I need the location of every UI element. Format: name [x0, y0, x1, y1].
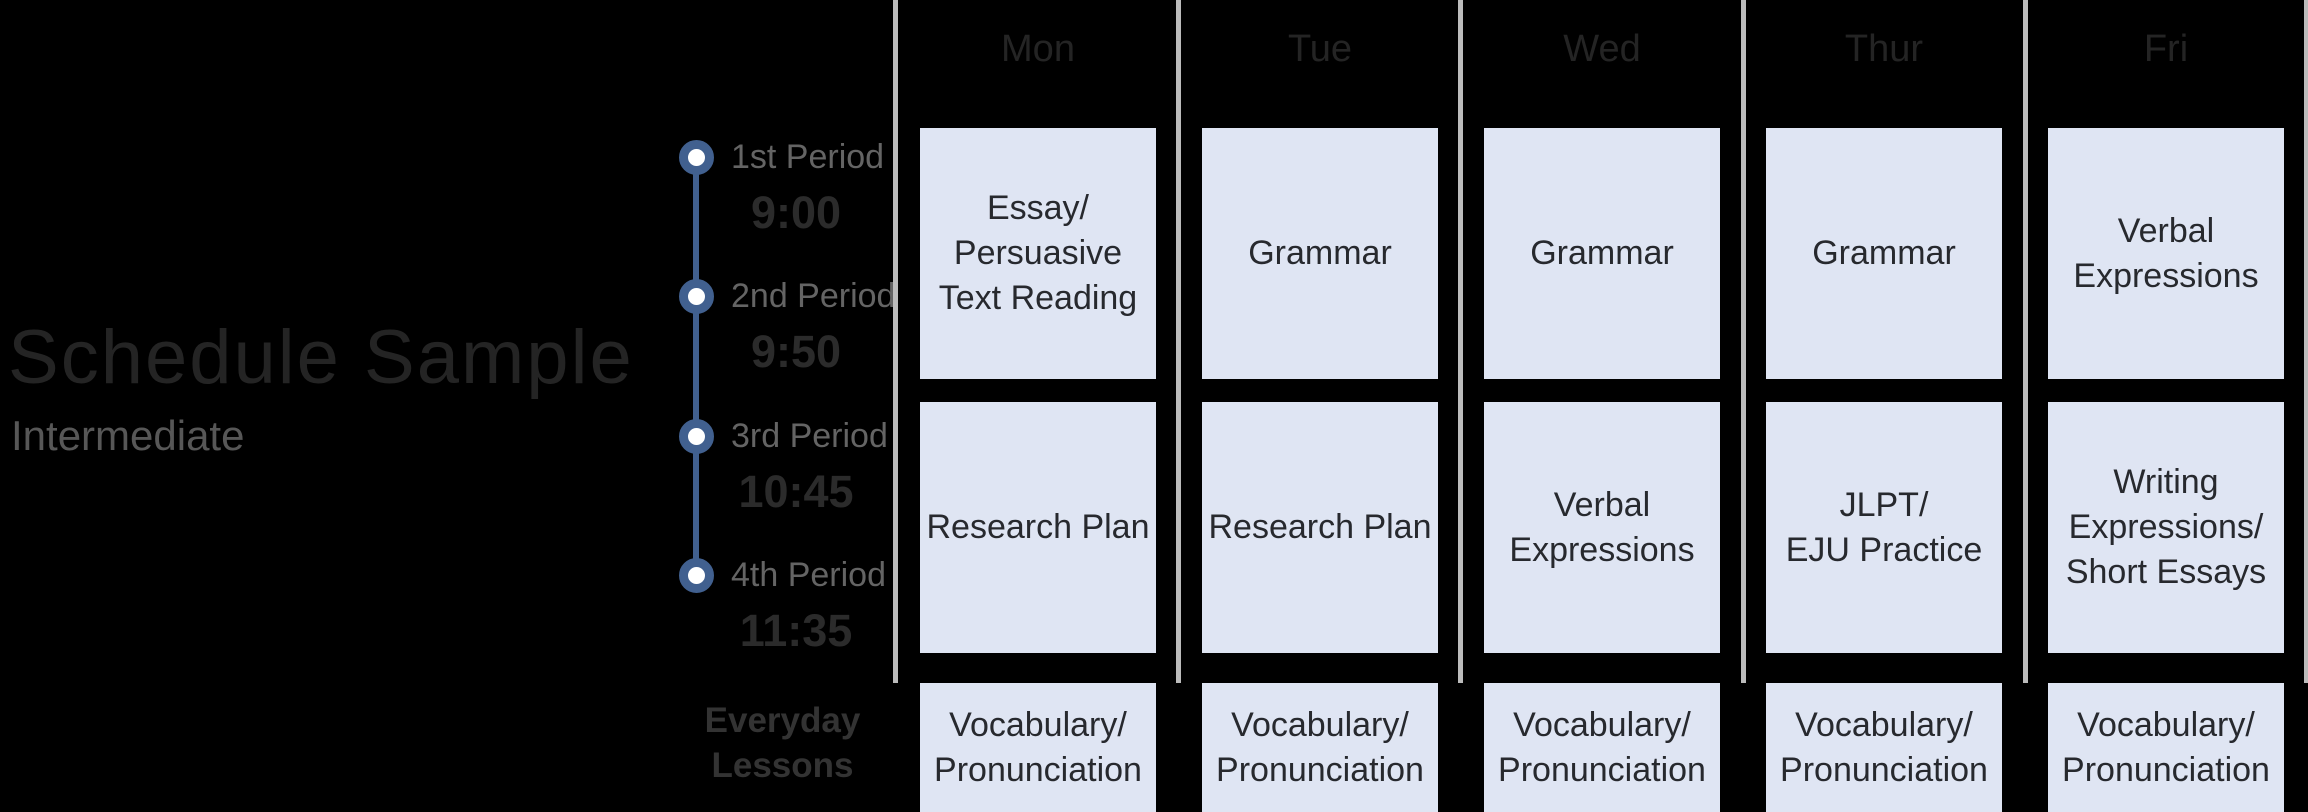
timeline-dot-icon [679, 558, 714, 593]
period-time: 9:50 [750, 326, 842, 377]
period-text: 2nd Period 9:50 [731, 276, 895, 378]
schedule-cell-thur-everyday: Vocabulary/ Pronunciation [1766, 683, 2002, 812]
timeline-line [693, 158, 699, 577]
schedule-cell-fri-everyday: Vocabulary/ Pronunciation [2048, 683, 2284, 812]
period-label: 1st Period [731, 138, 885, 176]
timeline-period-1: 1st Period 9:00 [679, 137, 884, 239]
column-separator [893, 0, 898, 683]
column-separator [1458, 0, 1463, 683]
timeline-period-3: 3rd Period 10:45 [679, 416, 888, 518]
period-label: 2nd Period [731, 277, 896, 315]
day-header-tue: Tue [1287, 28, 1353, 70]
day-header-fri: Fri [2143, 28, 2189, 70]
page-subtitle: Intermediate [11, 412, 245, 459]
column-separator [1176, 0, 1181, 683]
everyday-lessons-label: Everyday Lessons [704, 701, 861, 785]
schedule-cell-wed-block2: Verbal Expressions [1484, 402, 1720, 653]
timeline-period-4: 4th Period 11:35 [679, 555, 886, 657]
day-header-thur: Thur [1844, 28, 1924, 70]
schedule-cell-mon-block1: Essay/ Persuasive Text Reading [920, 128, 1156, 379]
timeline-dot-icon [679, 279, 714, 314]
column-separator [2023, 0, 2028, 683]
period-time: 10:45 [738, 466, 854, 517]
day-header-mon: Mon [1001, 28, 1075, 70]
schedule-cell-thur-block1: Grammar [1766, 128, 2002, 379]
timeline-dot-icon [679, 140, 714, 175]
schedule-cell-tue-block1: Grammar [1202, 128, 1438, 379]
period-text: 1st Period 9:00 [731, 137, 884, 239]
period-time: 9:00 [750, 187, 842, 238]
schedule-cell-wed-everyday: Vocabulary/ Pronunciation [1484, 683, 1720, 812]
schedule-cell-wed-block1: Grammar [1484, 128, 1720, 379]
schedule-cell-tue-block2: Research Plan [1202, 402, 1438, 653]
schedule-cell-thur-block2: JLPT/ EJU Practice [1766, 402, 2002, 653]
period-time: 11:35 [739, 605, 853, 656]
period-text: 3rd Period 10:45 [731, 416, 888, 518]
column-separator [1741, 0, 1746, 683]
column-separator [2304, 0, 2308, 683]
schedule-cell-fri-block1: Verbal Expressions [2048, 128, 2284, 379]
schedule-cell-mon-block2: Research Plan [920, 402, 1156, 653]
schedule-cell-mon-everyday: Vocabulary/ Pronunciation [920, 683, 1156, 812]
schedule-cell-fri-block2: Writing Expressions/ Short Essays [2048, 402, 2284, 653]
timeline-period-2: 2nd Period 9:50 [679, 276, 895, 378]
timeline-dot-icon [679, 419, 714, 454]
page-title: Schedule Sample [8, 315, 634, 400]
schedule-cell-tue-everyday: Vocabulary/ Pronunciation [1202, 683, 1438, 812]
period-label: 3rd Period [731, 417, 888, 455]
day-header-wed: Wed [1563, 28, 1641, 70]
period-label: 4th Period [731, 556, 886, 594]
period-text: 4th Period 11:35 [731, 555, 886, 657]
